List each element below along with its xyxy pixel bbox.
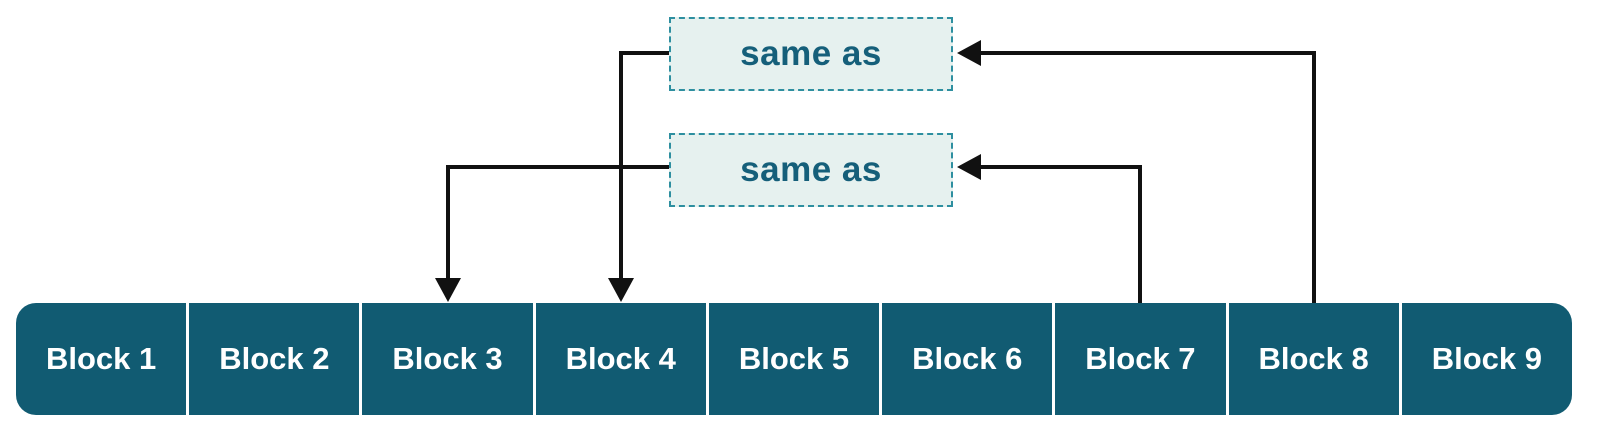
arrowhead-into-block3-icon: [435, 278, 461, 302]
block-3: Block 3: [362, 303, 533, 415]
connector-bottom-sameas-to-block3: [446, 165, 669, 280]
block-6: Block 6: [882, 303, 1053, 415]
block-4: Block 4: [535, 303, 706, 415]
block-9: Block 9: [1401, 303, 1572, 415]
block-5: Block 5: [708, 303, 880, 415]
block-2: Block 2: [189, 303, 360, 415]
arrowhead-into-block4-icon: [608, 278, 634, 302]
connector-block7-to-bottom-sameas: [979, 165, 1142, 303]
arrowhead-into-bottom-sameas-icon: [957, 154, 981, 180]
block-1: Block 1: [16, 303, 187, 415]
block-row: Block 1 Block 2 Block 3 Block 4 Block 5 …: [16, 303, 1572, 415]
connector-block8-to-top-sameas: [979, 51, 1316, 303]
arrowhead-into-top-sameas-icon: [957, 40, 981, 66]
block-7: Block 7: [1055, 303, 1226, 415]
block-8: Block 8: [1228, 303, 1399, 415]
connector-top-sameas-to-block4: [619, 51, 669, 280]
sameas-box-bottom: same as: [669, 133, 953, 207]
sameas-box-top: same as: [669, 17, 953, 91]
sameas-bottom-label: same as: [740, 150, 882, 189]
sameas-top-label: same as: [740, 34, 882, 73]
